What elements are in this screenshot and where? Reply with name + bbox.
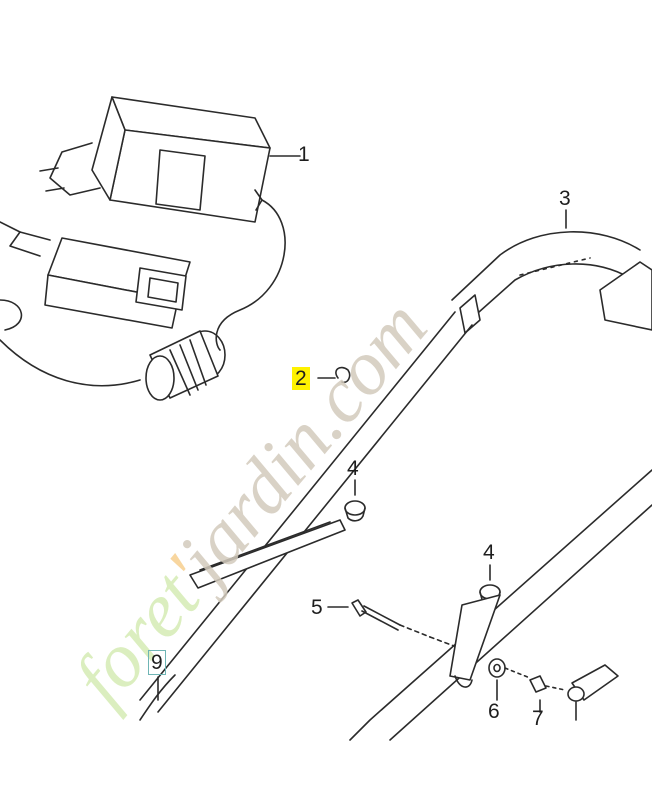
bolt-part: [327, 599, 471, 653]
callout-1: 1: [298, 143, 310, 166]
cable-ferrite: [0, 299, 226, 401]
cap-upper: [344, 479, 366, 522]
washer-part: [488, 658, 531, 701]
handle-tube: [139, 311, 473, 713]
tube-segment: [449, 594, 501, 688]
clip-part: [317, 366, 351, 384]
upper-handle: [451, 231, 652, 334]
lever-part: [529, 664, 619, 721]
output-connector: [0, 221, 191, 329]
lower-tube: [139, 469, 652, 741]
callout-9: 9: [148, 650, 166, 675]
callout-2: 2: [292, 367, 310, 390]
callout-4-upper: 4: [347, 457, 359, 480]
callout-4-lower: 4: [483, 541, 495, 564]
callout-7: 7: [532, 707, 544, 730]
callout-6: 6: [488, 700, 500, 723]
callout-3: 3: [559, 187, 571, 210]
callout-5: 5: [311, 596, 323, 619]
charger-adapter: [39, 96, 286, 351]
